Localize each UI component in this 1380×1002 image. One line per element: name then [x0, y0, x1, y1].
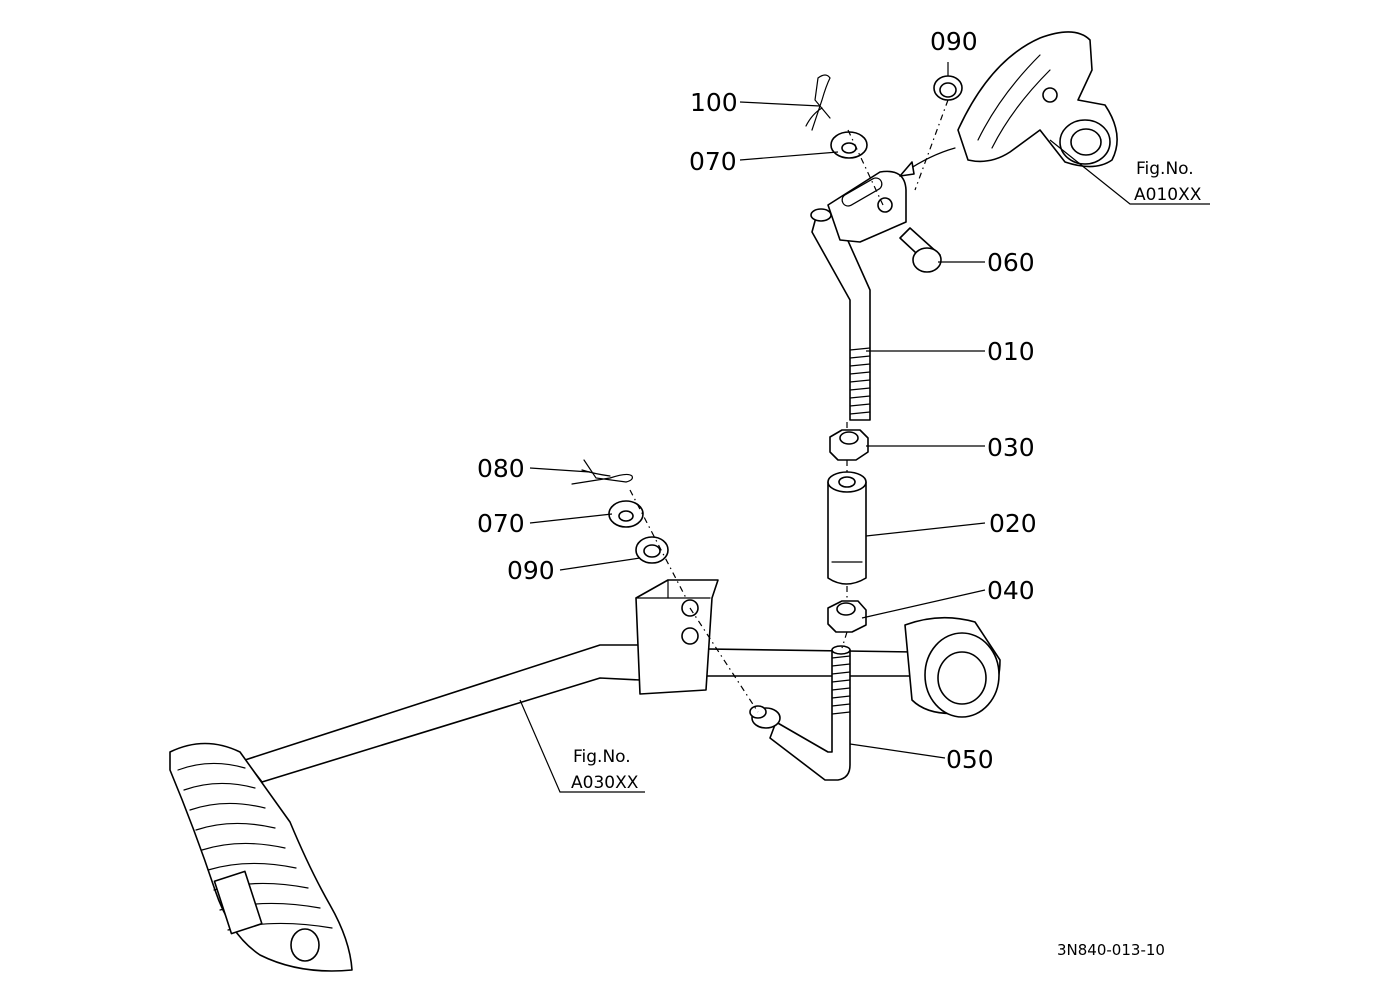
rod-050-thread	[831, 655, 851, 715]
part-labels: 100 070 090 060 010 030 020 040 050 080 …	[477, 27, 1037, 774]
label-060: 060	[987, 248, 1035, 277]
label-050: 050	[946, 745, 994, 774]
label-020: 020	[989, 509, 1037, 538]
label-070-top: 070	[689, 147, 737, 176]
r-pin-080	[571, 459, 633, 485]
fig-ref-code-bottom: A030XX	[571, 773, 639, 793]
bracket-plate-a010xx	[899, 31, 1118, 177]
washer-070-top	[830, 131, 868, 159]
drawing-code: 3N840-013-10	[1057, 941, 1165, 959]
label-030: 030	[987, 433, 1035, 462]
washer-090-top	[933, 75, 963, 101]
fig-ref-code-top: A010XX	[1134, 185, 1202, 205]
rod-010	[810, 170, 907, 421]
label-090-top: 090	[930, 27, 978, 56]
nut-040	[827, 600, 867, 633]
label-080: 080	[477, 454, 525, 483]
pedal-assembly	[169, 579, 1001, 972]
washer-090-bottom	[635, 536, 669, 564]
nut-030	[829, 429, 869, 461]
washer-070-bottom	[608, 500, 644, 528]
label-090-bottom: 090	[507, 556, 555, 585]
assembly-centerlines	[629, 99, 949, 713]
pin-060	[899, 227, 942, 273]
fig-ref-label-top: Fig.No.	[1136, 159, 1194, 179]
label-010: 010	[987, 337, 1035, 366]
turnbuckle-020	[827, 471, 867, 585]
leader-lines	[519, 62, 1210, 793]
label-070-bottom: 070	[477, 509, 525, 538]
label-040: 040	[987, 576, 1035, 605]
figure-references: Fig.No. A010XX Fig.No. A030XX	[571, 159, 1202, 793]
fig-ref-label-bottom: Fig.No.	[573, 747, 631, 767]
r-pin-100	[805, 74, 831, 131]
rod-010-thread	[849, 347, 871, 415]
rod-050	[749, 645, 851, 781]
label-100: 100	[690, 88, 738, 117]
